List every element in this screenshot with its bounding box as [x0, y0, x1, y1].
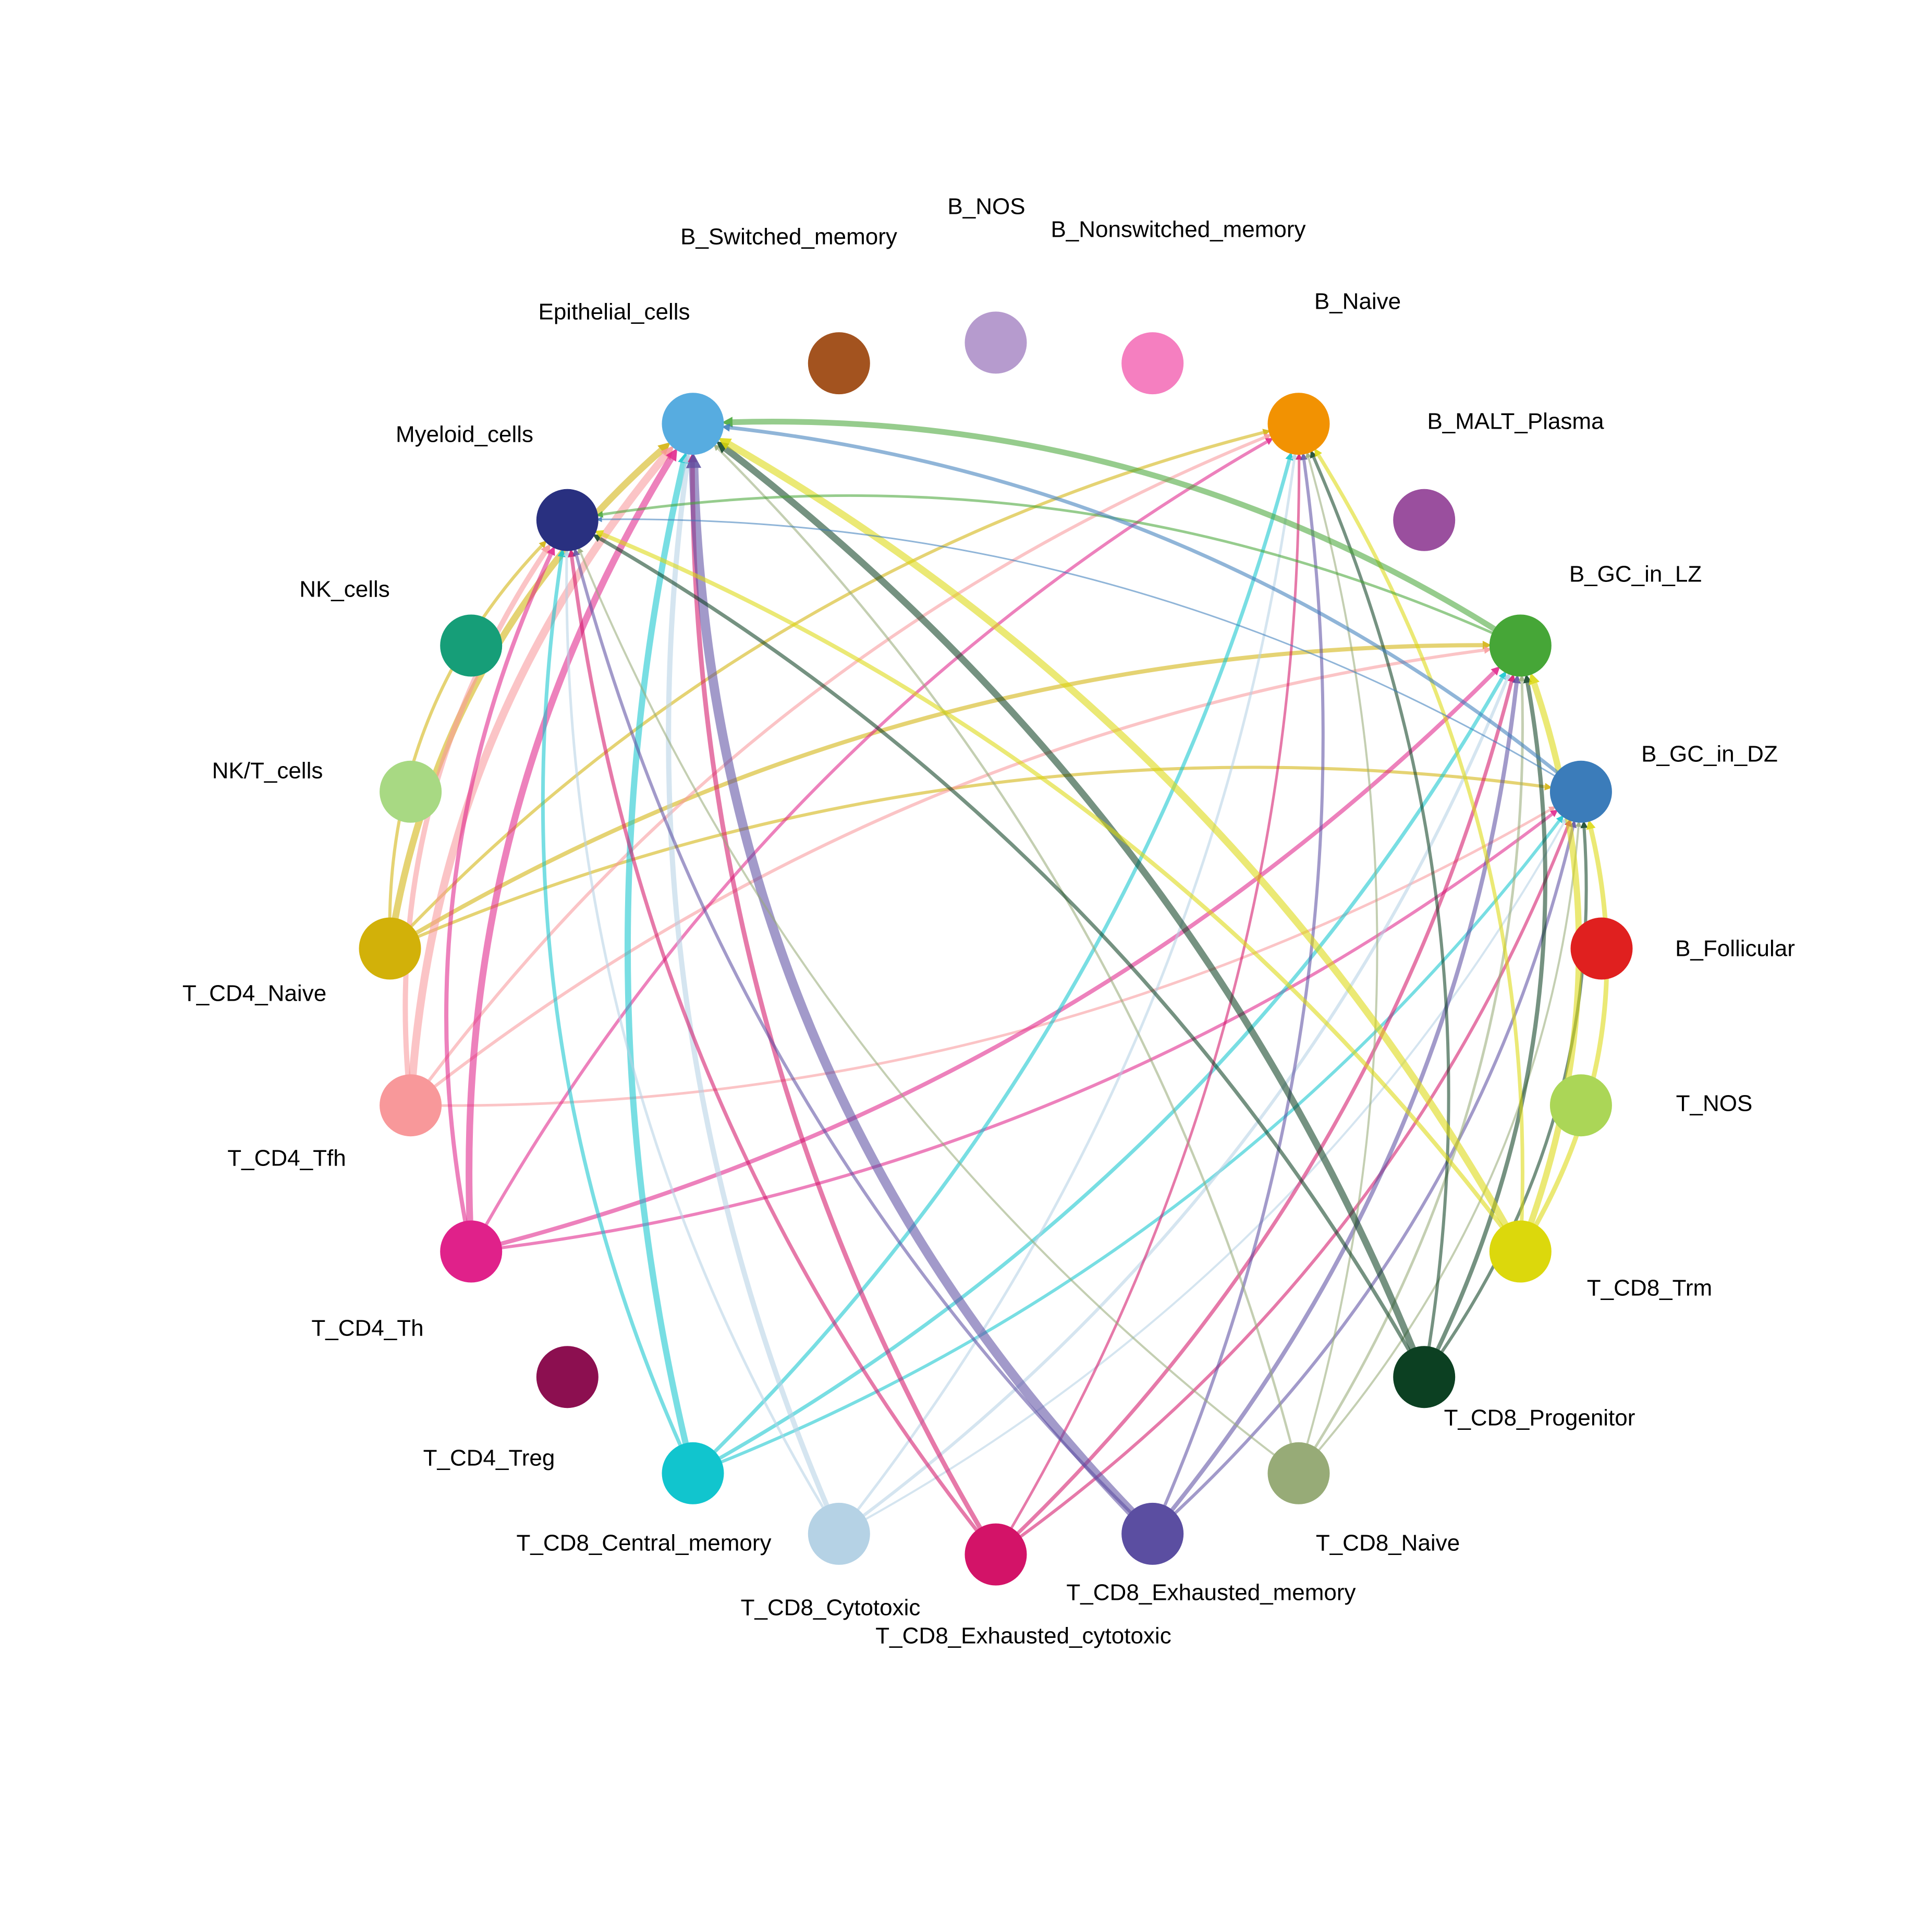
svg-text:B_Nonswitched_memory: B_Nonswitched_memory — [1051, 217, 1305, 242]
svg-text:B_MALT_Plasma: B_MALT_Plasma — [1427, 409, 1604, 434]
svg-text:Myeloid_cells: Myeloid_cells — [396, 422, 533, 447]
svg-text:Epithelial_cells: Epithelial_cells — [538, 299, 690, 325]
svg-text:T_CD8_Exhausted_memory: T_CD8_Exhausted_memory — [1066, 1580, 1356, 1606]
svg-text:B_Follicular: B_Follicular — [1675, 936, 1795, 962]
svg-text:B_GC_in_DZ: B_GC_in_DZ — [1641, 742, 1778, 767]
svg-text:T_CD4_Treg: T_CD4_Treg — [423, 1445, 555, 1471]
svg-text:B_GC_in_LZ: B_GC_in_LZ — [1569, 562, 1702, 587]
svg-text:B_Naive: B_Naive — [1314, 289, 1401, 314]
svg-text:T_CD8_Exhausted_cytotoxic: T_CD8_Exhausted_cytotoxic — [875, 1623, 1171, 1649]
svg-text:T_CD8_Cytotoxic: T_CD8_Cytotoxic — [741, 1595, 921, 1621]
svg-text:B_NOS: B_NOS — [947, 194, 1025, 220]
svg-text:NK/T_cells: NK/T_cells — [212, 758, 323, 784]
svg-text:T_CD8_Central_memory: T_CD8_Central_memory — [516, 1530, 771, 1556]
svg-text:T_CD8_Naive: T_CD8_Naive — [1316, 1530, 1460, 1556]
svg-text:T_CD4_Naive: T_CD4_Naive — [182, 981, 326, 1006]
svg-text:B_Switched_memory: B_Switched_memory — [680, 224, 897, 250]
svg-text:T_CD8_Progenitor: T_CD8_Progenitor — [1444, 1405, 1635, 1431]
svg-text:T_CD4_Tfh: T_CD4_Tfh — [227, 1146, 346, 1171]
svg-text:NK_cells: NK_cells — [299, 577, 390, 602]
svg-text:T_CD4_Th: T_CD4_Th — [311, 1316, 423, 1341]
svg-text:T_CD8_Trm: T_CD8_Trm — [1587, 1275, 1712, 1301]
svg-text:T_NOS: T_NOS — [1676, 1091, 1753, 1116]
